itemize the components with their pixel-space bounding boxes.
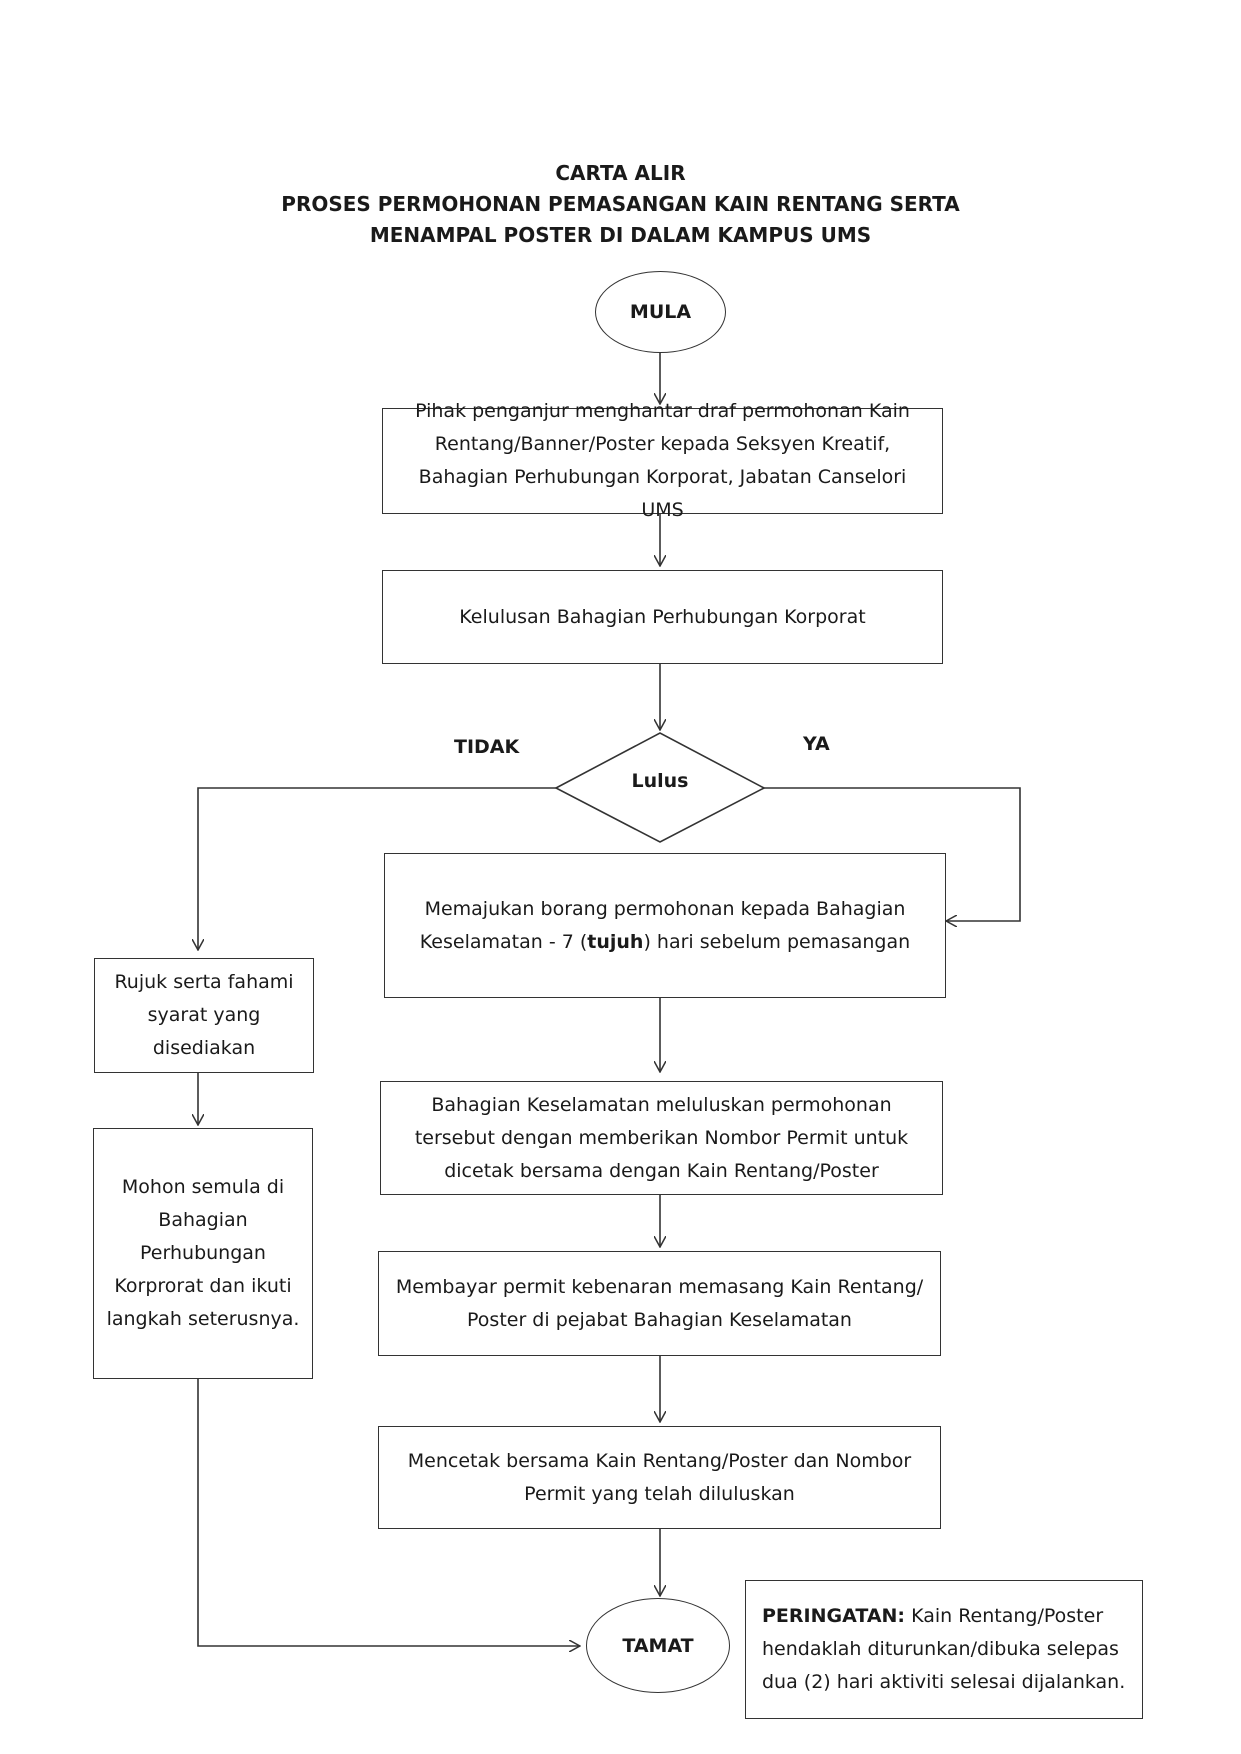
chart-title: CARTA ALIR PROSES PERMOHONAN PEMASANGAN …	[0, 158, 1241, 251]
step-corporate-approval-text: Kelulusan Bahagian Perhubungan Korporat	[459, 605, 866, 628]
warning-note: PERINGATAN: Kain Rentang/Poster hendakla…	[745, 1580, 1143, 1719]
step-review-conditions: Rujuk serta fahami syarat yang disediaka…	[94, 958, 314, 1073]
step-pay-permit: Membayar permit kebenaran memasang Kain …	[378, 1251, 941, 1356]
title-line-3: MENAMPAL POSTER DI DALAM KAMPUS UMS	[369, 223, 872, 247]
step-security-approval: Bahagian Keselamatan meluluskan permohon…	[380, 1081, 943, 1195]
warning-text: PERINGATAN: Kain Rentang/Poster hendakla…	[762, 1600, 1126, 1699]
step-submit-form-text-bold: tujuh	[587, 930, 644, 953]
warning-label: PERINGATAN:	[762, 1605, 906, 1627]
step-corporate-approval: Kelulusan Bahagian Perhubungan Korporat	[382, 570, 943, 664]
end-node: TAMAT	[586, 1598, 730, 1693]
decision-yes-label: YA	[803, 733, 830, 755]
decision-diamond	[554, 732, 766, 843]
decision-no-label: TIDAK	[454, 736, 520, 758]
step-review-conditions-text: Rujuk serta fahami syarat yang disediaka…	[114, 971, 294, 1059]
arrow-decision-no	[198, 787, 556, 950]
step-submit-form-text-a: Memajukan borang permohonan kepada Bahag…	[419, 897, 906, 953]
step-print-permit-text: Mencetak bersama Kain Rentang/Poster dan…	[407, 1449, 912, 1505]
step-submit-draft-text: Pihak penganjur menghantar draf permohon…	[415, 400, 910, 521]
step-submit-form-text-b: ) hari sebelum pemasangan	[643, 930, 911, 953]
step-reapply: Mohon semula di Bahagian Perhubungan Kor…	[93, 1128, 313, 1379]
step-print-permit: Mencetak bersama Kain Rentang/Poster dan…	[378, 1426, 941, 1529]
step-submit-draft: Pihak penganjur menghantar draf permohon…	[382, 400, 943, 521]
start-node: MULA	[595, 271, 726, 353]
arrow-no2-end	[197, 1379, 580, 1646]
step-submit-form: Memajukan borang permohonan kepada Bahag…	[384, 853, 946, 998]
end-label: TAMAT	[622, 1634, 694, 1657]
warning-body: Kain Rentang/Poster hendaklah diturunkan…	[762, 1605, 1126, 1693]
start-label: MULA	[629, 301, 692, 323]
step-submit-form-text: Memajukan borang permohonan kepada Bahag…	[397, 893, 933, 959]
title-line-2: PROSES PERMOHONAN PEMASANGAN KAIN RENTAN…	[281, 192, 960, 216]
step-security-approval-text: Bahagian Keselamatan meluluskan permohon…	[414, 1093, 909, 1182]
step-pay-permit-text: Membayar permit kebenaran memasang Kain …	[395, 1275, 924, 1331]
title-line-1: CARTA ALIR	[555, 161, 686, 185]
decision-label: Lulus	[631, 770, 689, 792]
arrow-decision-yes	[764, 787, 1021, 921]
step-reapply-text: Mohon semula di Bahagian Perhubungan Kor…	[106, 1176, 300, 1330]
